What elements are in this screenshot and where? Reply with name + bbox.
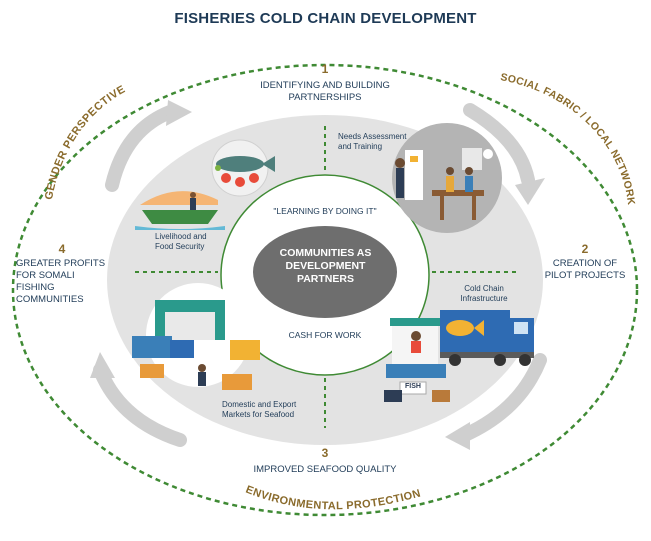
meeting-illustration [392, 123, 502, 233]
step-3-number: 3 [321, 446, 329, 460]
learning-by-doing-label: "LEARNING BY DOING IT" [273, 206, 377, 216]
cold-chain-caption: Cold Chain Infrastructure [444, 284, 524, 304]
fish-plate-illustration [211, 139, 275, 197]
needs-assessment-line2: and Training [338, 142, 383, 151]
step-1-label-line2: PARTNERSHIPS [288, 92, 362, 103]
outer-dashed-ring [11, 63, 639, 517]
boat-illustration [135, 191, 225, 230]
step-1-label: IDENTIFYING AND BUILDING PARTNERSHIPS [225, 80, 425, 104]
step-4-label-line1: GREATER PROFITS [16, 258, 106, 269]
step-1-label-line1: IDENTIFYING AND BUILDING [260, 80, 390, 91]
step-4-label-line2: FOR SOMALI [16, 270, 75, 281]
arrow-bottom-left [93, 363, 187, 447]
cash-for-work-label: CASH FOR WORK [288, 330, 362, 340]
markets-line2: Markets for Seafood [222, 410, 295, 419]
step-2-label: CREATION OF PILOT PROJECTS [535, 258, 635, 282]
markets-line1: Domestic and Export [222, 400, 297, 409]
cycle-arrows [93, 103, 547, 447]
arrow-bottom-right [458, 353, 547, 442]
port-illustration [132, 283, 260, 390]
step-1-number: 1 [321, 62, 329, 76]
fish-sign: FISH [405, 383, 421, 390]
needs-assessment-caption: Needs Assessment and Training [338, 132, 428, 152]
arrow-head-top-left [166, 100, 192, 126]
step-2-label-line1: CREATION OF [552, 258, 618, 269]
diagram-title: FISHERIES COLD CHAIN DEVELOPMENT [174, 10, 477, 27]
livelihood-line1: Livelihood and [155, 232, 207, 241]
center-label: COMMUNITIES AS DEVELOPMENT PARTNERS [255, 247, 396, 286]
arrow-heads [90, 100, 545, 450]
step-4-number: 4 [58, 242, 66, 256]
step-2-label-line2: PILOT PROJECTS [544, 270, 626, 281]
center-ellipse [253, 226, 397, 318]
arrow-top-left [105, 105, 177, 192]
markets-caption: Domestic and Export Markets for Seafood [222, 400, 322, 420]
center-line1: COMMUNITIES AS [279, 247, 372, 259]
step-3-label: IMPROVED SEAFOOD QUALITY [225, 464, 425, 476]
fish-market-illustration [384, 318, 450, 402]
arrow-top-right [463, 103, 535, 187]
livelihood-caption: Livelihood and Food Security [155, 232, 225, 252]
step-3-label-line1: IMPROVED SEAFOOD QUALITY [253, 464, 397, 475]
arrow-head-top-right [515, 178, 545, 205]
step-2-number: 2 [581, 242, 589, 256]
arrow-head-bottom-left [90, 352, 115, 378]
cold-chain-line1: Cold Chain [464, 284, 504, 293]
step-4-label-line4: COMMUNITIES [16, 294, 84, 305]
livelihood-line2: Food Security [155, 242, 205, 251]
cold-chain-line2: Infrastructure [460, 294, 508, 303]
step-4-label-line3: FISHING [16, 282, 55, 293]
center-line2: DEVELOPMENT [285, 260, 366, 272]
truck-illustration [440, 310, 534, 366]
needs-assessment-line1: Needs Assessment [338, 132, 407, 141]
step-4-label: GREATER PROFITS FOR SOMALI FISHING COMMU… [10, 258, 120, 306]
arrow-head-bottom-right [445, 422, 470, 450]
center-line3: PARTNERS [297, 273, 354, 285]
